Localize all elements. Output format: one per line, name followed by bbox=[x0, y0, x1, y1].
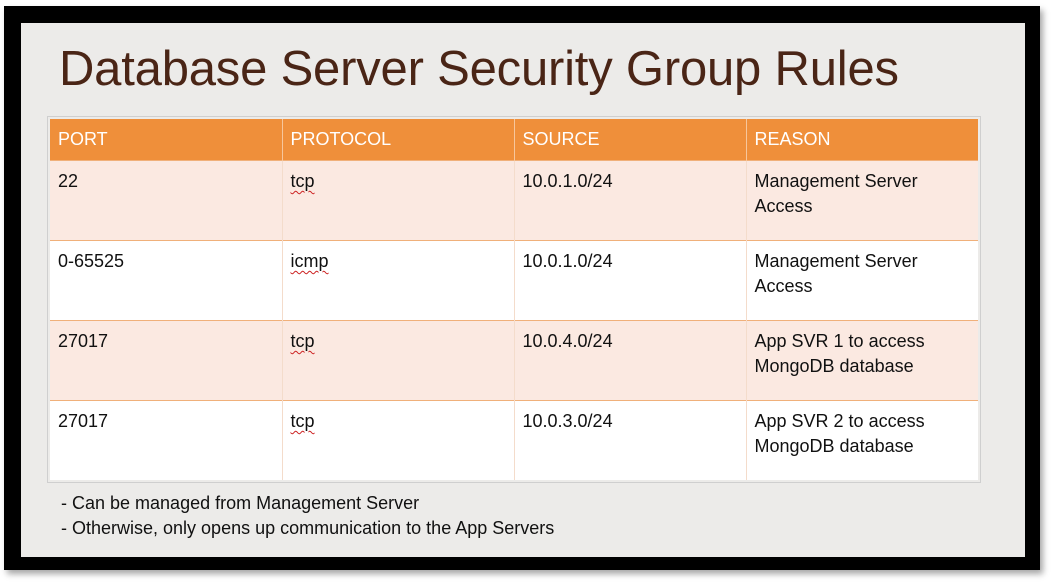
note-line: - Can be managed from Management Server bbox=[61, 493, 420, 513]
cell-reason[interactable]: App SVR 2 to access MongoDB database bbox=[746, 400, 978, 480]
header-protocol[interactable]: PROTOCOL bbox=[282, 119, 515, 161]
table-row: 0-65525 icmp 10.0.1.0/24 Management Serv… bbox=[50, 240, 978, 321]
cell-reason[interactable]: Management Server Access bbox=[746, 160, 978, 241]
table-header-row: PORT PROTOCOL SOURCE REASON bbox=[50, 119, 978, 161]
protocol-text: tcp bbox=[290, 331, 315, 351]
cell-source[interactable]: 10.0.3.0/24 bbox=[514, 400, 747, 480]
rules-table[interactable]: PORT PROTOCOL SOURCE REASON 22 tcp 10.0.… bbox=[50, 119, 978, 480]
note-line: - Otherwise, only opens up communication… bbox=[61, 518, 555, 538]
header-source[interactable]: SOURCE bbox=[514, 119, 747, 161]
cell-protocol[interactable]: tcp bbox=[282, 320, 515, 401]
cell-protocol[interactable]: icmp bbox=[282, 240, 515, 321]
cell-source[interactable]: 10.0.1.0/24 bbox=[514, 240, 747, 321]
cell-port[interactable]: 27017 bbox=[50, 400, 283, 480]
slide-frame: Database Server Security Group Rules POR… bbox=[4, 6, 1040, 570]
table-row: 27017 tcp 10.0.3.0/24 App SVR 2 to acces… bbox=[50, 400, 978, 480]
cell-port[interactable]: 22 bbox=[50, 160, 283, 241]
cell-port[interactable]: 27017 bbox=[50, 320, 283, 401]
protocol-text: tcp bbox=[290, 411, 315, 431]
cell-reason[interactable]: Management Server Access bbox=[746, 240, 978, 321]
cell-reason[interactable]: App SVR 1 to access MongoDB database bbox=[746, 320, 978, 401]
cell-protocol[interactable]: tcp bbox=[282, 400, 515, 480]
protocol-text: tcp bbox=[290, 171, 315, 191]
table-row: 27017 tcp 10.0.4.0/24 App SVR 1 to acces… bbox=[50, 320, 978, 401]
header-reason[interactable]: REASON bbox=[746, 119, 978, 161]
slide-title[interactable]: Database Server Security Group Rules bbox=[59, 42, 899, 96]
cell-port[interactable]: 0-65525 bbox=[50, 240, 283, 321]
cell-protocol[interactable]: tcp bbox=[282, 160, 515, 241]
slide: Database Server Security Group Rules POR… bbox=[21, 23, 1025, 557]
cell-source[interactable]: 10.0.1.0/24 bbox=[514, 160, 747, 241]
header-port[interactable]: PORT bbox=[50, 119, 283, 161]
protocol-text: icmp bbox=[290, 251, 329, 271]
table-row: 22 tcp 10.0.1.0/24 Management Server Acc… bbox=[50, 160, 978, 241]
notes-textbox[interactable]: - Can be managed from Management Server … bbox=[61, 491, 554, 541]
cell-source[interactable]: 10.0.4.0/24 bbox=[514, 320, 747, 401]
rules-table-container[interactable]: PORT PROTOCOL SOURCE REASON 22 tcp 10.0.… bbox=[47, 116, 981, 483]
